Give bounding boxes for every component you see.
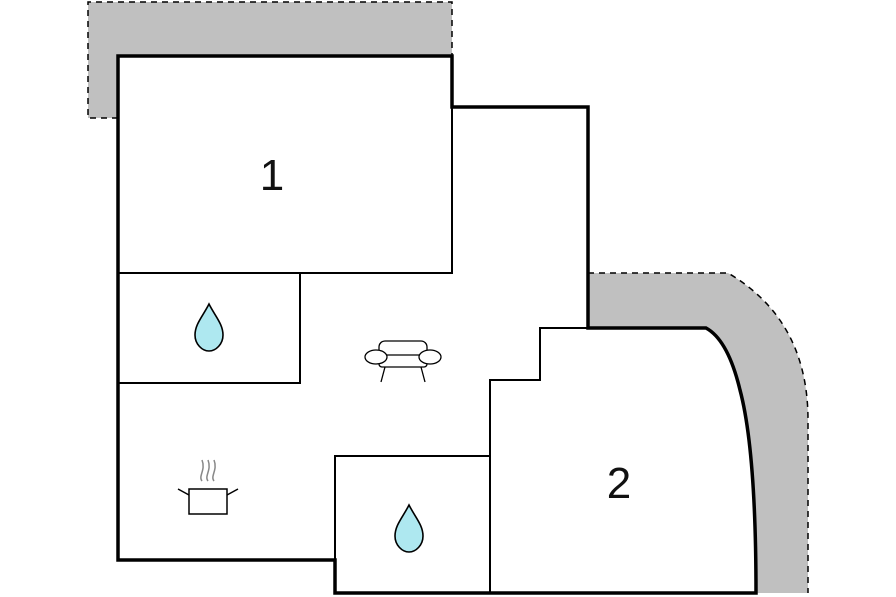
water-drop-icon <box>394 503 424 553</box>
cooking-pot-icon <box>177 459 239 515</box>
outer-wall <box>116 54 758 595</box>
water-drop-icon <box>194 302 224 352</box>
terrace-right-curved <box>588 272 809 593</box>
room-label-1: 1 <box>260 151 284 200</box>
interior-walls <box>118 107 588 593</box>
terrace-top-left <box>87 1 453 119</box>
room-label-2: 2 <box>607 459 631 508</box>
sofa-icon <box>364 340 442 383</box>
